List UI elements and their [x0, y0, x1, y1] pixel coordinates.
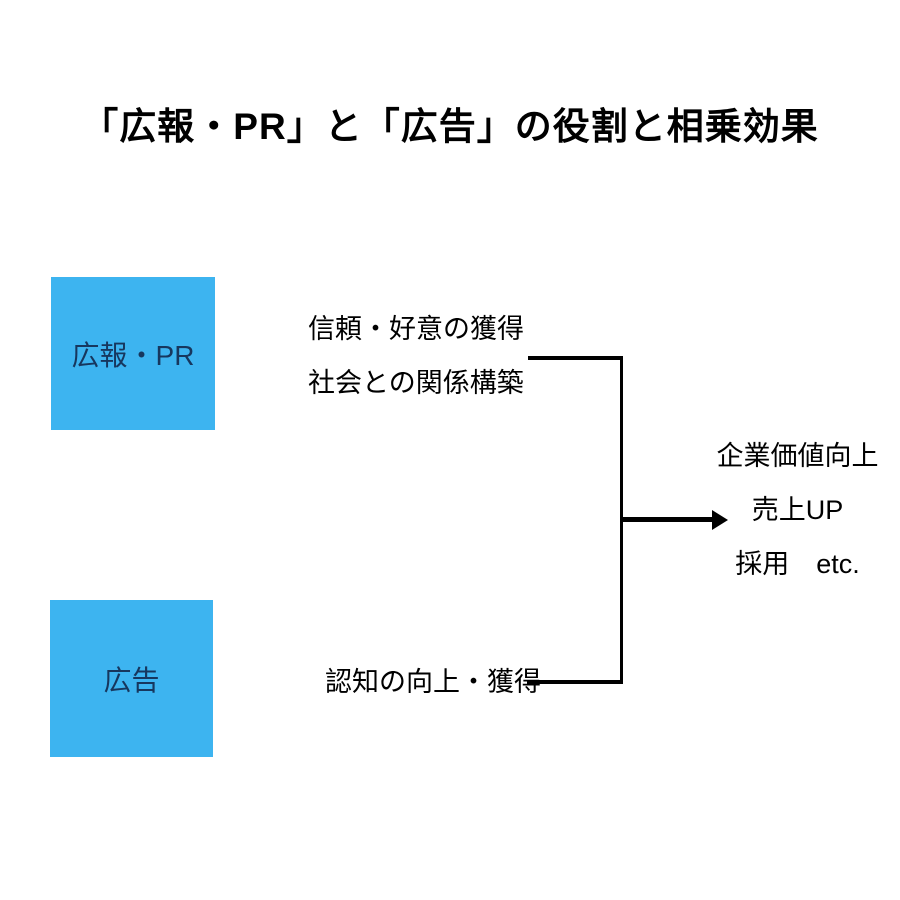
merge-vertical-line: [620, 356, 623, 684]
ad-connector-line: [527, 680, 623, 684]
outcome-line-1: 企業価値向上: [716, 441, 879, 471]
pr-role-text: 信頼・好意の獲得 社会との関係構築: [308, 302, 524, 410]
ad-role-text: 認知の向上・獲得: [325, 655, 541, 709]
pr-connector-line: [528, 356, 623, 360]
ad-box-label: 広告: [103, 664, 160, 696]
result-arrow-head-icon: [712, 510, 728, 530]
outcome-line-3: 採用 etc.: [735, 549, 860, 579]
pr-role-line-1: 信頼・好意の獲得: [308, 314, 524, 344]
ad-role-line-1: 認知の向上・獲得: [325, 667, 541, 697]
ad-box: 広告: [50, 600, 213, 757]
outcome-line-2: 売上UP: [751, 495, 844, 525]
pr-role-line-2: 社会との関係構築: [308, 368, 524, 398]
outcome-text: 企業価値向上 売上UP 採用 etc.: [700, 429, 895, 591]
result-arrow-shaft: [622, 517, 716, 522]
diagram-title: 「広報・PR」と「広告」の役割と相乗効果: [81, 106, 819, 147]
pr-box-label: 広報・PR: [71, 339, 195, 371]
pr-box: 広報・PR: [51, 277, 215, 430]
